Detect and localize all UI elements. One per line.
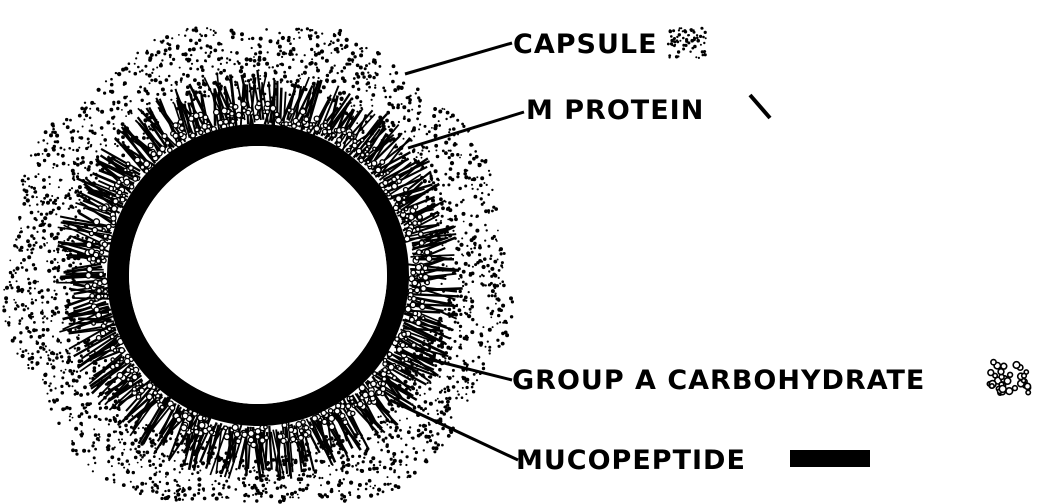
cell-interior (129, 146, 387, 404)
mucopeptide-legend-swatch (790, 450, 870, 467)
capsule-leader-line (405, 43, 512, 74)
m-protein-legend-swatch (750, 95, 770, 118)
group-a-carbohydrate-label: GROUP A CARBOHYDRATE (512, 367, 925, 394)
capsule-label: CAPSULE (513, 31, 658, 58)
m-protein-leader-line (408, 112, 524, 148)
m-protein-label: M PROTEIN (526, 97, 704, 124)
mucopeptide-leader-line (390, 400, 518, 460)
capsule-legend-swatch (667, 27, 707, 59)
group-a-carbohydrate-legend-swatch (987, 360, 1030, 396)
mucopeptide-label: MUCOPEPTIDE (516, 447, 746, 474)
